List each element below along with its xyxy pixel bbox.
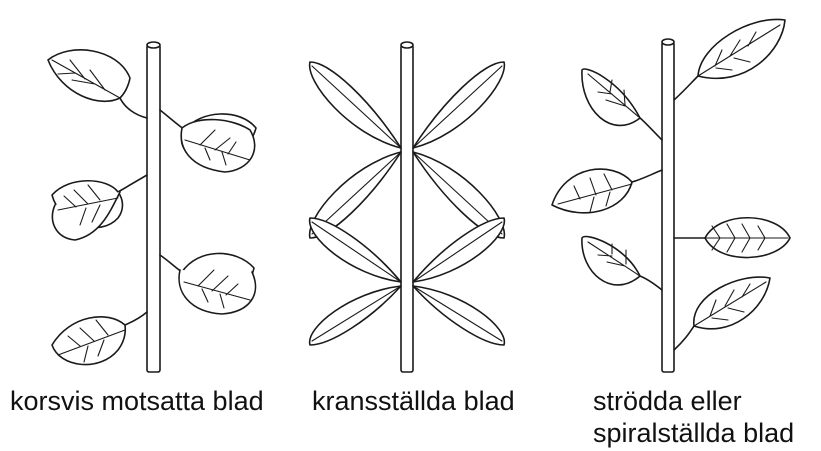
leaf xyxy=(582,69,662,140)
panel-whorled-leaves xyxy=(310,42,505,372)
stem-whorled xyxy=(401,45,413,372)
leaf xyxy=(52,175,147,240)
leaf xyxy=(674,218,790,258)
stem-top-alternate xyxy=(662,39,674,45)
panel-opposite-leaves xyxy=(48,42,256,372)
stem-alternate xyxy=(662,42,674,372)
leaf xyxy=(52,312,147,365)
stem-top-whorled xyxy=(401,42,413,48)
leaf xyxy=(160,110,256,172)
caption-alternate-line-2: spiralställda blad xyxy=(593,417,794,449)
caption-whorled: kransställda blad xyxy=(312,385,515,417)
stem-top-opposite xyxy=(147,42,160,48)
leaf xyxy=(674,19,785,100)
panel-alternate-leaves xyxy=(552,19,790,372)
stem-opposite xyxy=(147,45,160,372)
leaf xyxy=(582,237,662,290)
caption-alternate: strödda eller spiralställda blad xyxy=(593,385,794,449)
leaf xyxy=(160,253,255,314)
leaf xyxy=(552,169,662,213)
leaf xyxy=(48,50,147,118)
caption-alternate-line-1: strödda eller xyxy=(593,385,794,417)
caption-opposite: korsvis motsatta blad xyxy=(10,385,264,417)
leaf xyxy=(674,277,770,350)
